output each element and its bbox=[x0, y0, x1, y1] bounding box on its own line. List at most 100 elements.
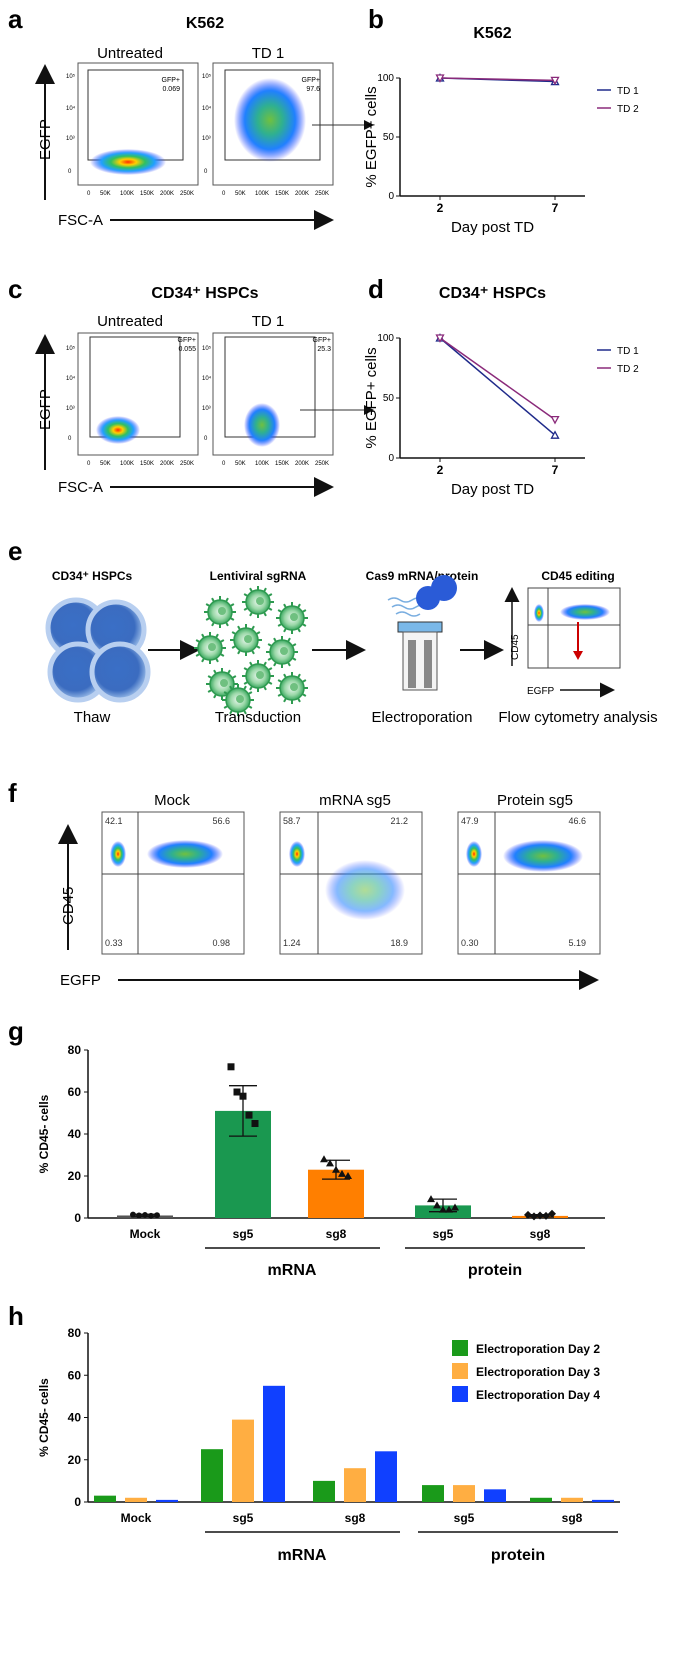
data-point bbox=[332, 1165, 340, 1173]
ytick: 0 bbox=[68, 169, 72, 175]
y-tick-label: 0 bbox=[74, 1495, 81, 1509]
group-label: protein bbox=[468, 1262, 522, 1279]
panel-letter-d: d bbox=[368, 274, 384, 304]
bar bbox=[592, 1499, 614, 1502]
chart-title: K562 bbox=[473, 25, 511, 42]
y-tick-label: 50 bbox=[383, 393, 395, 404]
xtick: 100K bbox=[255, 461, 269, 467]
data-point bbox=[130, 1211, 136, 1218]
ytick: 10⁵ bbox=[202, 73, 212, 80]
panel-a-xlabel: FSC-A bbox=[58, 212, 103, 229]
panel-f-xlabel: EGFP bbox=[60, 972, 101, 989]
step-caption: Electroporation bbox=[372, 709, 473, 726]
gate-value: 0.069 bbox=[162, 86, 180, 93]
x-tick-label: sg8 bbox=[530, 1227, 551, 1241]
step-caption: Transduction bbox=[215, 709, 301, 726]
y-tick-label: 0 bbox=[388, 191, 394, 202]
ytick: 10⁴ bbox=[66, 375, 76, 382]
y-tick-label: 60 bbox=[68, 1368, 82, 1382]
bar bbox=[201, 1449, 223, 1502]
xtick: 100K bbox=[120, 191, 134, 197]
y-tick-label: 0 bbox=[388, 453, 394, 464]
panel-c-xlabel: FSC-A bbox=[58, 479, 103, 496]
x-tick-label: 2 bbox=[437, 463, 444, 477]
data-point bbox=[239, 1092, 247, 1100]
legend-label: TD 1 bbox=[617, 86, 639, 97]
y-tick-label: 20 bbox=[68, 1453, 82, 1467]
y-tick-label: 20 bbox=[68, 1169, 82, 1183]
ytick: 0 bbox=[68, 436, 72, 442]
bar bbox=[263, 1385, 285, 1502]
xtick: 250K bbox=[180, 191, 194, 197]
chart-title: CD34⁺ HSPCs bbox=[439, 285, 546, 302]
ytick: 10³ bbox=[66, 406, 75, 412]
legend-label: Electroporation Day 4 bbox=[476, 1388, 600, 1402]
gate-value: 97.6 bbox=[306, 86, 320, 93]
data-point bbox=[445, 1205, 453, 1213]
ytick: 10³ bbox=[202, 136, 211, 142]
data-point bbox=[435, 74, 445, 83]
xtick: 150K bbox=[275, 191, 289, 197]
gate-label: GFP+ bbox=[178, 337, 196, 344]
x-tick-label: sg8 bbox=[326, 1227, 347, 1241]
legend-label: Electroporation Day 2 bbox=[476, 1342, 600, 1356]
panel-c-plot2-title: TD 1 bbox=[252, 313, 285, 330]
y-tick-label: 0 bbox=[74, 1211, 81, 1225]
facs-plot-c-untreated: GFP+ 0.055 bbox=[77, 332, 199, 456]
x-tick-label: sg8 bbox=[345, 1511, 366, 1525]
group-label: mRNA bbox=[268, 1262, 317, 1279]
panel-c-yticks: 0 10³ 10⁴ 10⁵ 0 10³ 10⁴ 10⁵ bbox=[66, 345, 212, 442]
data-point bbox=[451, 1203, 459, 1211]
panel-c-title: CD34⁺ HSPCs bbox=[151, 285, 258, 302]
data-point bbox=[530, 1212, 538, 1221]
data-point bbox=[251, 1120, 259, 1127]
y-tick-label: 100 bbox=[377, 73, 394, 84]
panel-c-ylabel: EGFP bbox=[37, 389, 54, 430]
y-axis-label: % CD45- cells bbox=[37, 1378, 51, 1457]
ytick: 10⁵ bbox=[66, 345, 76, 352]
y-tick-label: 50 bbox=[383, 132, 395, 143]
lentivirus-illustration bbox=[194, 586, 308, 716]
xtick: 0 bbox=[87, 461, 91, 467]
electroporation-cuvette-illustration bbox=[387, 575, 457, 691]
virus-particle bbox=[222, 684, 254, 716]
panel-c-xticks: 0 50K 100K 150K 200K 250K 0 50K 100K 150… bbox=[87, 461, 329, 467]
xtick: 200K bbox=[160, 191, 174, 197]
xtick: 150K bbox=[275, 461, 289, 467]
mini-ylabel: CD45 bbox=[510, 634, 521, 660]
bar bbox=[453, 1485, 475, 1502]
data-point bbox=[136, 1212, 142, 1219]
gate-label: GFP+ bbox=[162, 77, 180, 84]
y-axis-label: % EGFP+ cells bbox=[363, 86, 380, 187]
x-tick-label: Mock bbox=[121, 1511, 152, 1525]
virus-particle bbox=[242, 660, 274, 692]
data-point bbox=[427, 1195, 435, 1203]
gate-label: GFP+ bbox=[302, 77, 320, 84]
facs-plot-c-td1: GFP+ 25.3 bbox=[212, 332, 334, 456]
panel-a-plot1-title: Untreated bbox=[97, 45, 163, 62]
panel-c-plot1-title: Untreated bbox=[97, 313, 163, 330]
bar bbox=[375, 1451, 397, 1502]
legend-swatch bbox=[452, 1386, 468, 1402]
xtick: 200K bbox=[295, 461, 309, 467]
x-tick-label: sg5 bbox=[233, 1511, 254, 1525]
xtick: 250K bbox=[315, 191, 329, 197]
panel-a-yticks: 0 10³ 10⁴ 10⁵ 0 10³ 10⁴ 10⁵ bbox=[66, 73, 212, 175]
ytick: 0 bbox=[204, 169, 208, 175]
xtick: 0 bbox=[222, 191, 226, 197]
y-tick-label: 40 bbox=[68, 1411, 82, 1425]
bar bbox=[232, 1419, 254, 1502]
gate-value: 25.3 bbox=[317, 346, 331, 353]
ytick: 10⁴ bbox=[202, 105, 212, 112]
legend-swatch bbox=[452, 1363, 468, 1379]
legend-swatch bbox=[452, 1340, 468, 1356]
ytick: 10⁵ bbox=[202, 345, 212, 352]
quadrant-lr: 5.19 bbox=[568, 938, 586, 948]
xtick: 200K bbox=[295, 191, 309, 197]
y-tick-label: 40 bbox=[68, 1127, 82, 1141]
virus-core bbox=[280, 647, 288, 655]
xtick: 100K bbox=[120, 461, 134, 467]
data-point bbox=[148, 1212, 154, 1219]
